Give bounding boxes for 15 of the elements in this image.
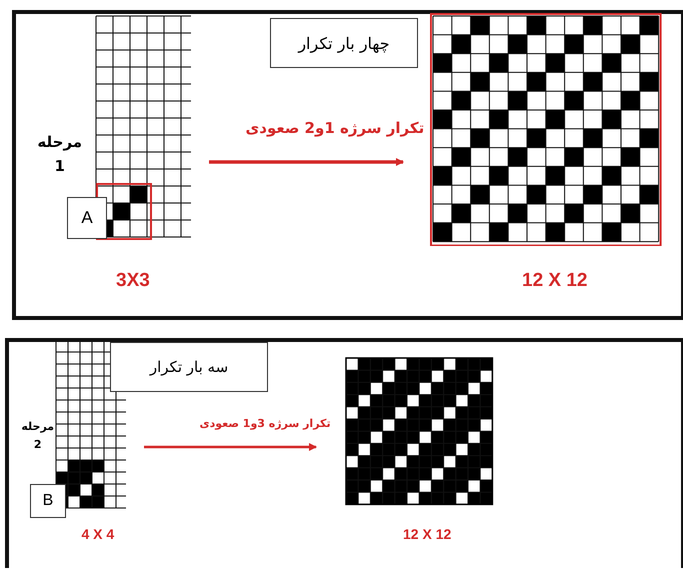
label-box: A (67, 197, 107, 239)
size-label: 12 X 12 (522, 270, 588, 292)
label-box: چهار بار تکرار (270, 18, 418, 68)
weave-pattern-drawing (429, 12, 663, 246)
step-label: مرحله 2 (20, 419, 56, 453)
size-label: 12 X 12 (403, 526, 452, 542)
edge-label: تکرار سرژه 1و2 صعودی (246, 119, 424, 137)
label-box: B (30, 484, 66, 518)
arrow (144, 443, 317, 451)
edge-label: تکرار سرژه 3و1 صعودی (200, 416, 331, 430)
arrow (209, 158, 404, 166)
size-label: 4 X 4 (82, 526, 114, 542)
size-label: 3X3 (116, 270, 150, 292)
step-label: مرحله 1 (36, 132, 84, 177)
label-box: سه بار تکرار (110, 342, 268, 392)
